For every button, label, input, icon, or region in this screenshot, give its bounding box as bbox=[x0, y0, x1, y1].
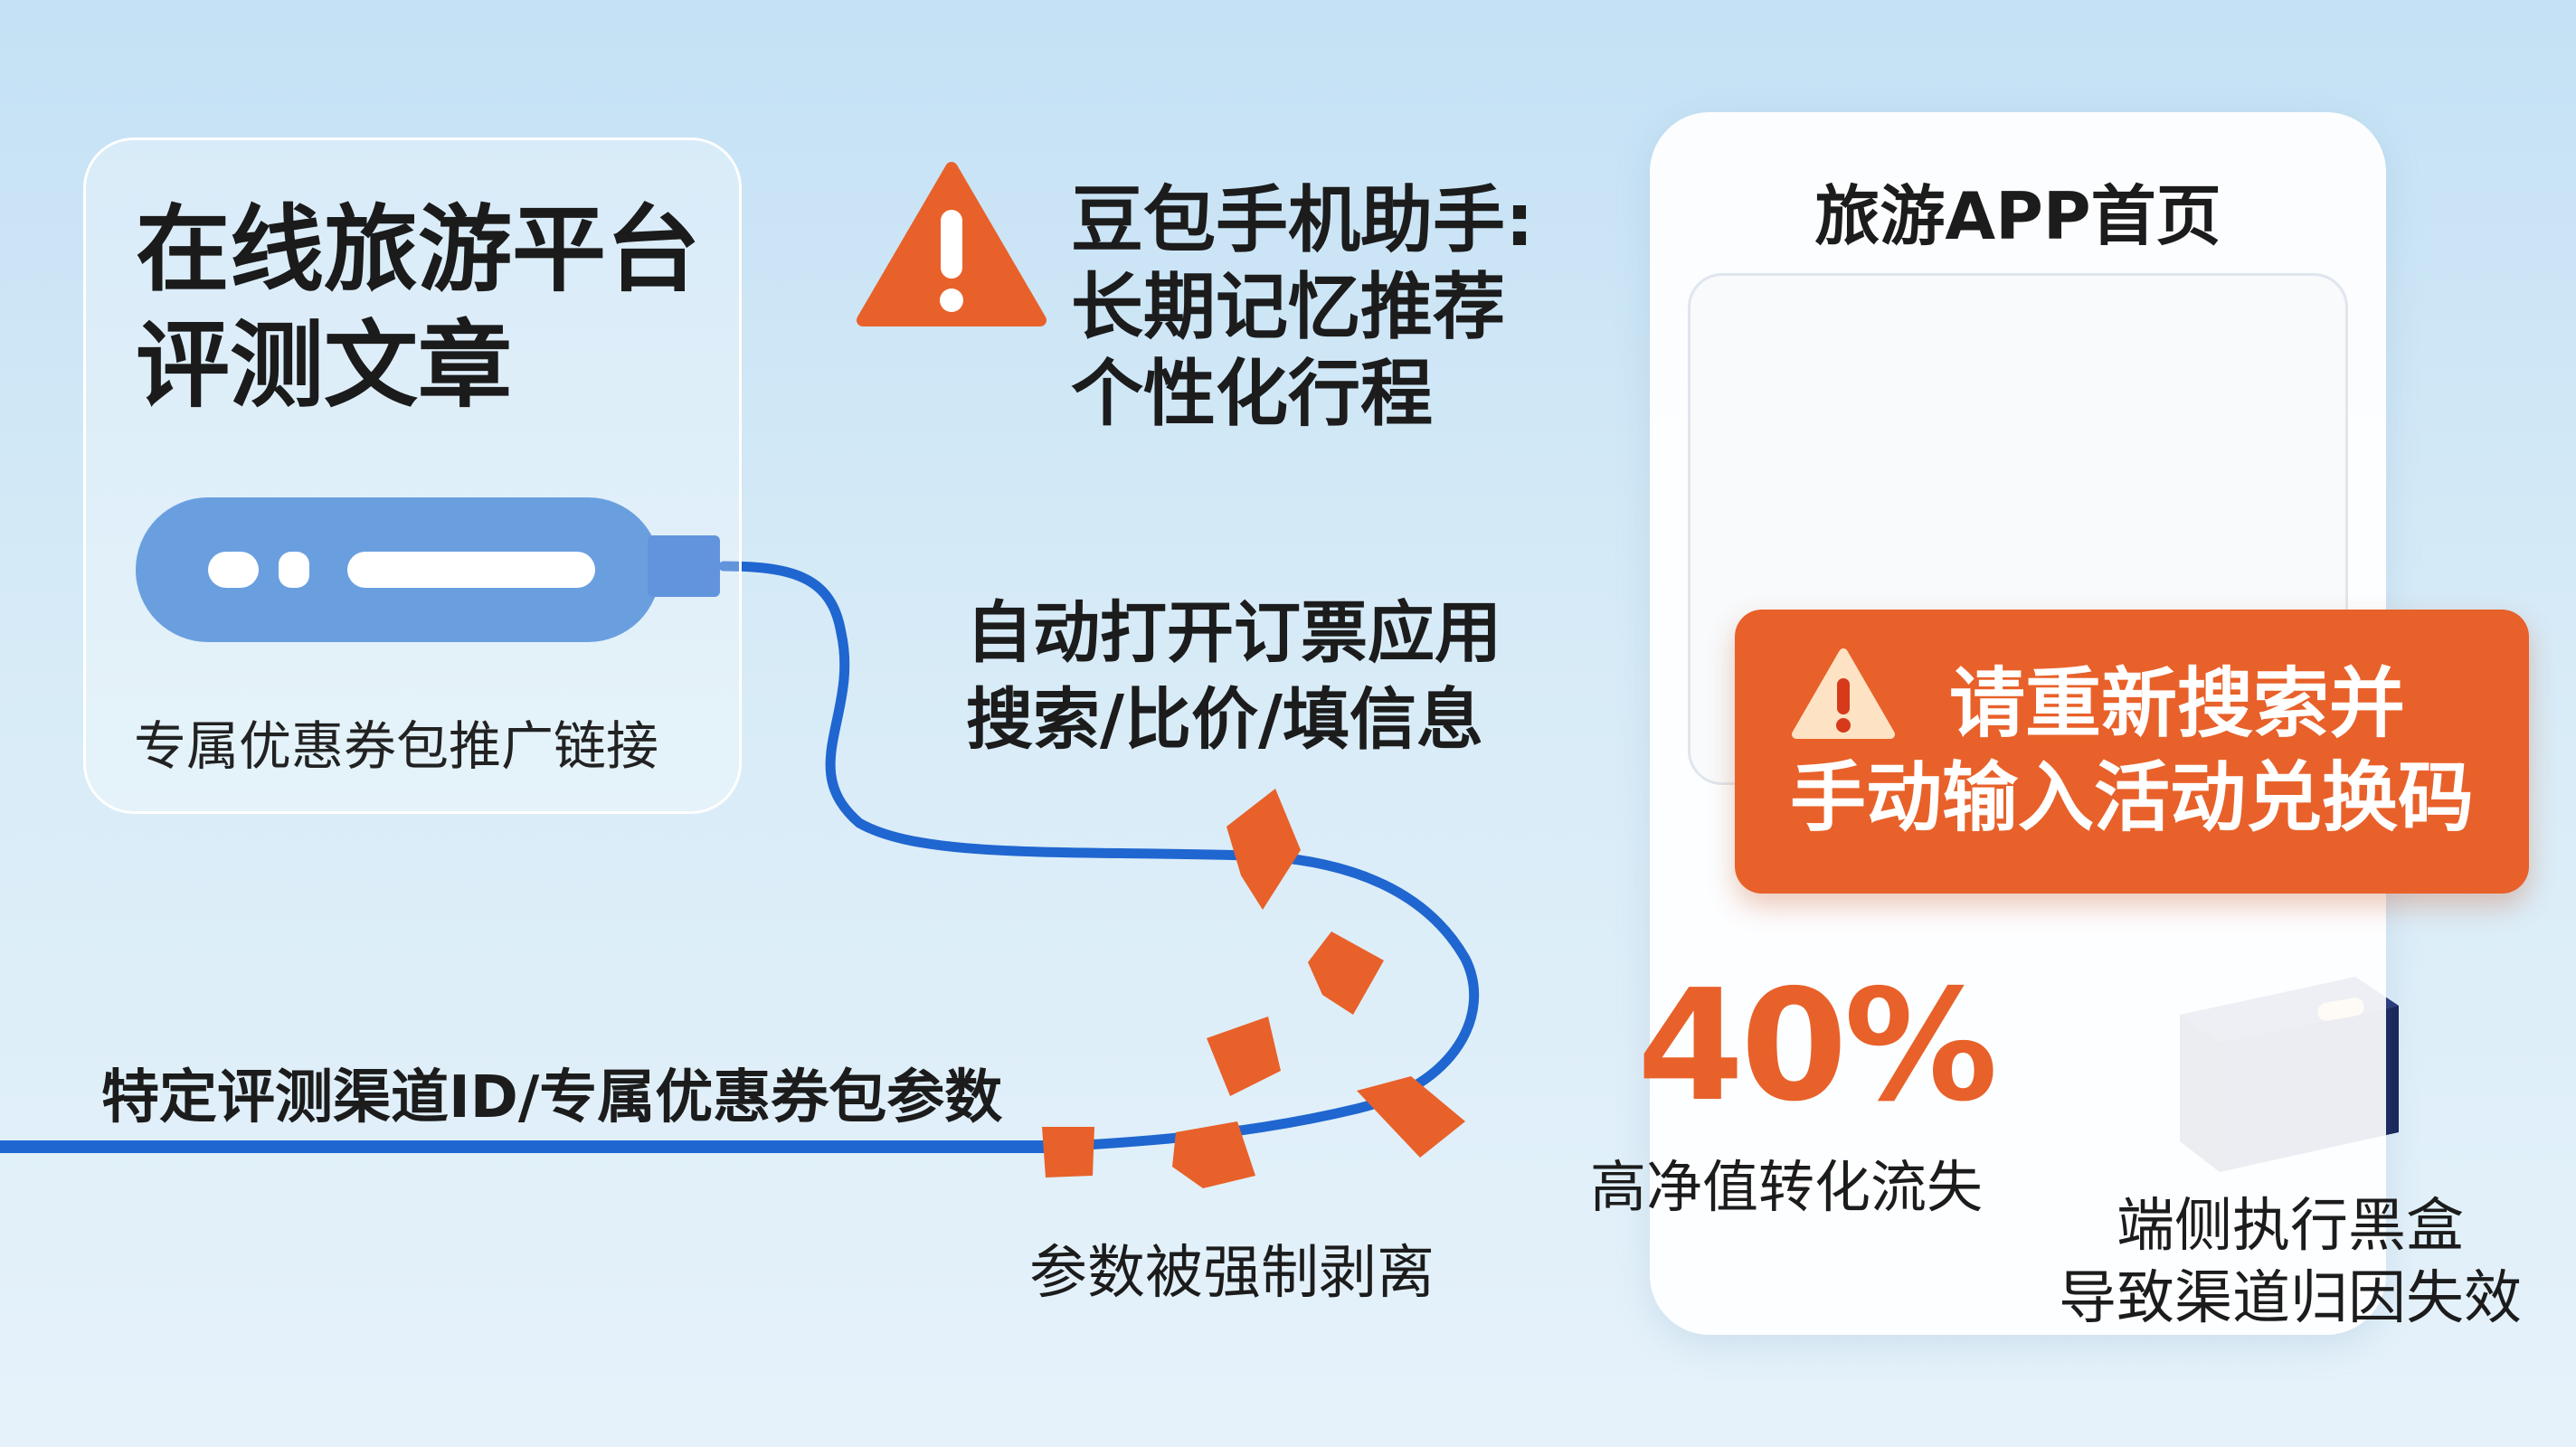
alert-text: 请重新搜索并 手动输入活动兑换码 bbox=[1735, 657, 2529, 845]
stat-label: 高净值转化流失 bbox=[1590, 1154, 1984, 1220]
parameter-label: 特定评测渠道ID/专属优惠券包参数 bbox=[101, 1064, 1003, 1131]
stripped-label: 参数被强制剥离 bbox=[1029, 1240, 1435, 1307]
alert-line2: 手动输入活动兑换码 bbox=[1789, 753, 2474, 842]
fragment bbox=[1042, 1127, 1094, 1177]
automation-text: 自动打开订票应用 搜索/比价/填信息 bbox=[966, 590, 1501, 763]
fragment bbox=[1226, 789, 1301, 910]
stat-value: 40% bbox=[1637, 957, 1998, 1136]
assistant-warning-line2: 长期记忆推荐 bbox=[1071, 265, 1505, 349]
redeem-alert bbox=[1735, 610, 2529, 894]
alert-warning-icon bbox=[1792, 648, 1895, 739]
fragment bbox=[1207, 1017, 1281, 1096]
automation-line2: 搜索/比价/填信息 bbox=[966, 681, 1484, 759]
link-dot-1 bbox=[208, 552, 259, 588]
link-connector bbox=[648, 535, 720, 597]
fragment bbox=[1308, 932, 1384, 1015]
source-title: 在线旅游平台 评测文章 bbox=[136, 192, 715, 423]
assistant-warning-text: 豆包手机助手: 长期记忆推荐 个性化行程 bbox=[1071, 177, 1534, 438]
source-title-line2: 评测文章 bbox=[136, 310, 513, 421]
assistant-warning-line1: 豆包手机助手: bbox=[1071, 178, 1534, 262]
promo-link-label: 专属优惠券包推广链接 bbox=[134, 715, 659, 777]
assistant-warning-line3: 个性化行程 bbox=[1071, 352, 1433, 436]
link-dot-2 bbox=[279, 552, 309, 588]
warning-triangle-icon bbox=[857, 162, 1046, 326]
black-box-caption: 端侧执行黑盒 导致渠道归因失效 bbox=[2037, 1190, 2543, 1335]
black-box-line1: 端侧执行黑盒 bbox=[2117, 1193, 2464, 1260]
fragment bbox=[1172, 1121, 1255, 1188]
link-bar bbox=[347, 552, 595, 588]
torn-fragments bbox=[1042, 789, 1465, 1188]
black-box-line2: 导致渠道归因失效 bbox=[2059, 1265, 2522, 1332]
fragment bbox=[1357, 1076, 1465, 1158]
phone-title: 旅游APP首页 bbox=[1814, 178, 2221, 254]
automation-line1: 自动打开订票应用 bbox=[966, 594, 1501, 672]
alert-line1: 请重新搜索并 bbox=[1948, 659, 2405, 748]
source-card bbox=[83, 137, 742, 814]
source-title-line1: 在线旅游平台 bbox=[136, 194, 701, 305]
